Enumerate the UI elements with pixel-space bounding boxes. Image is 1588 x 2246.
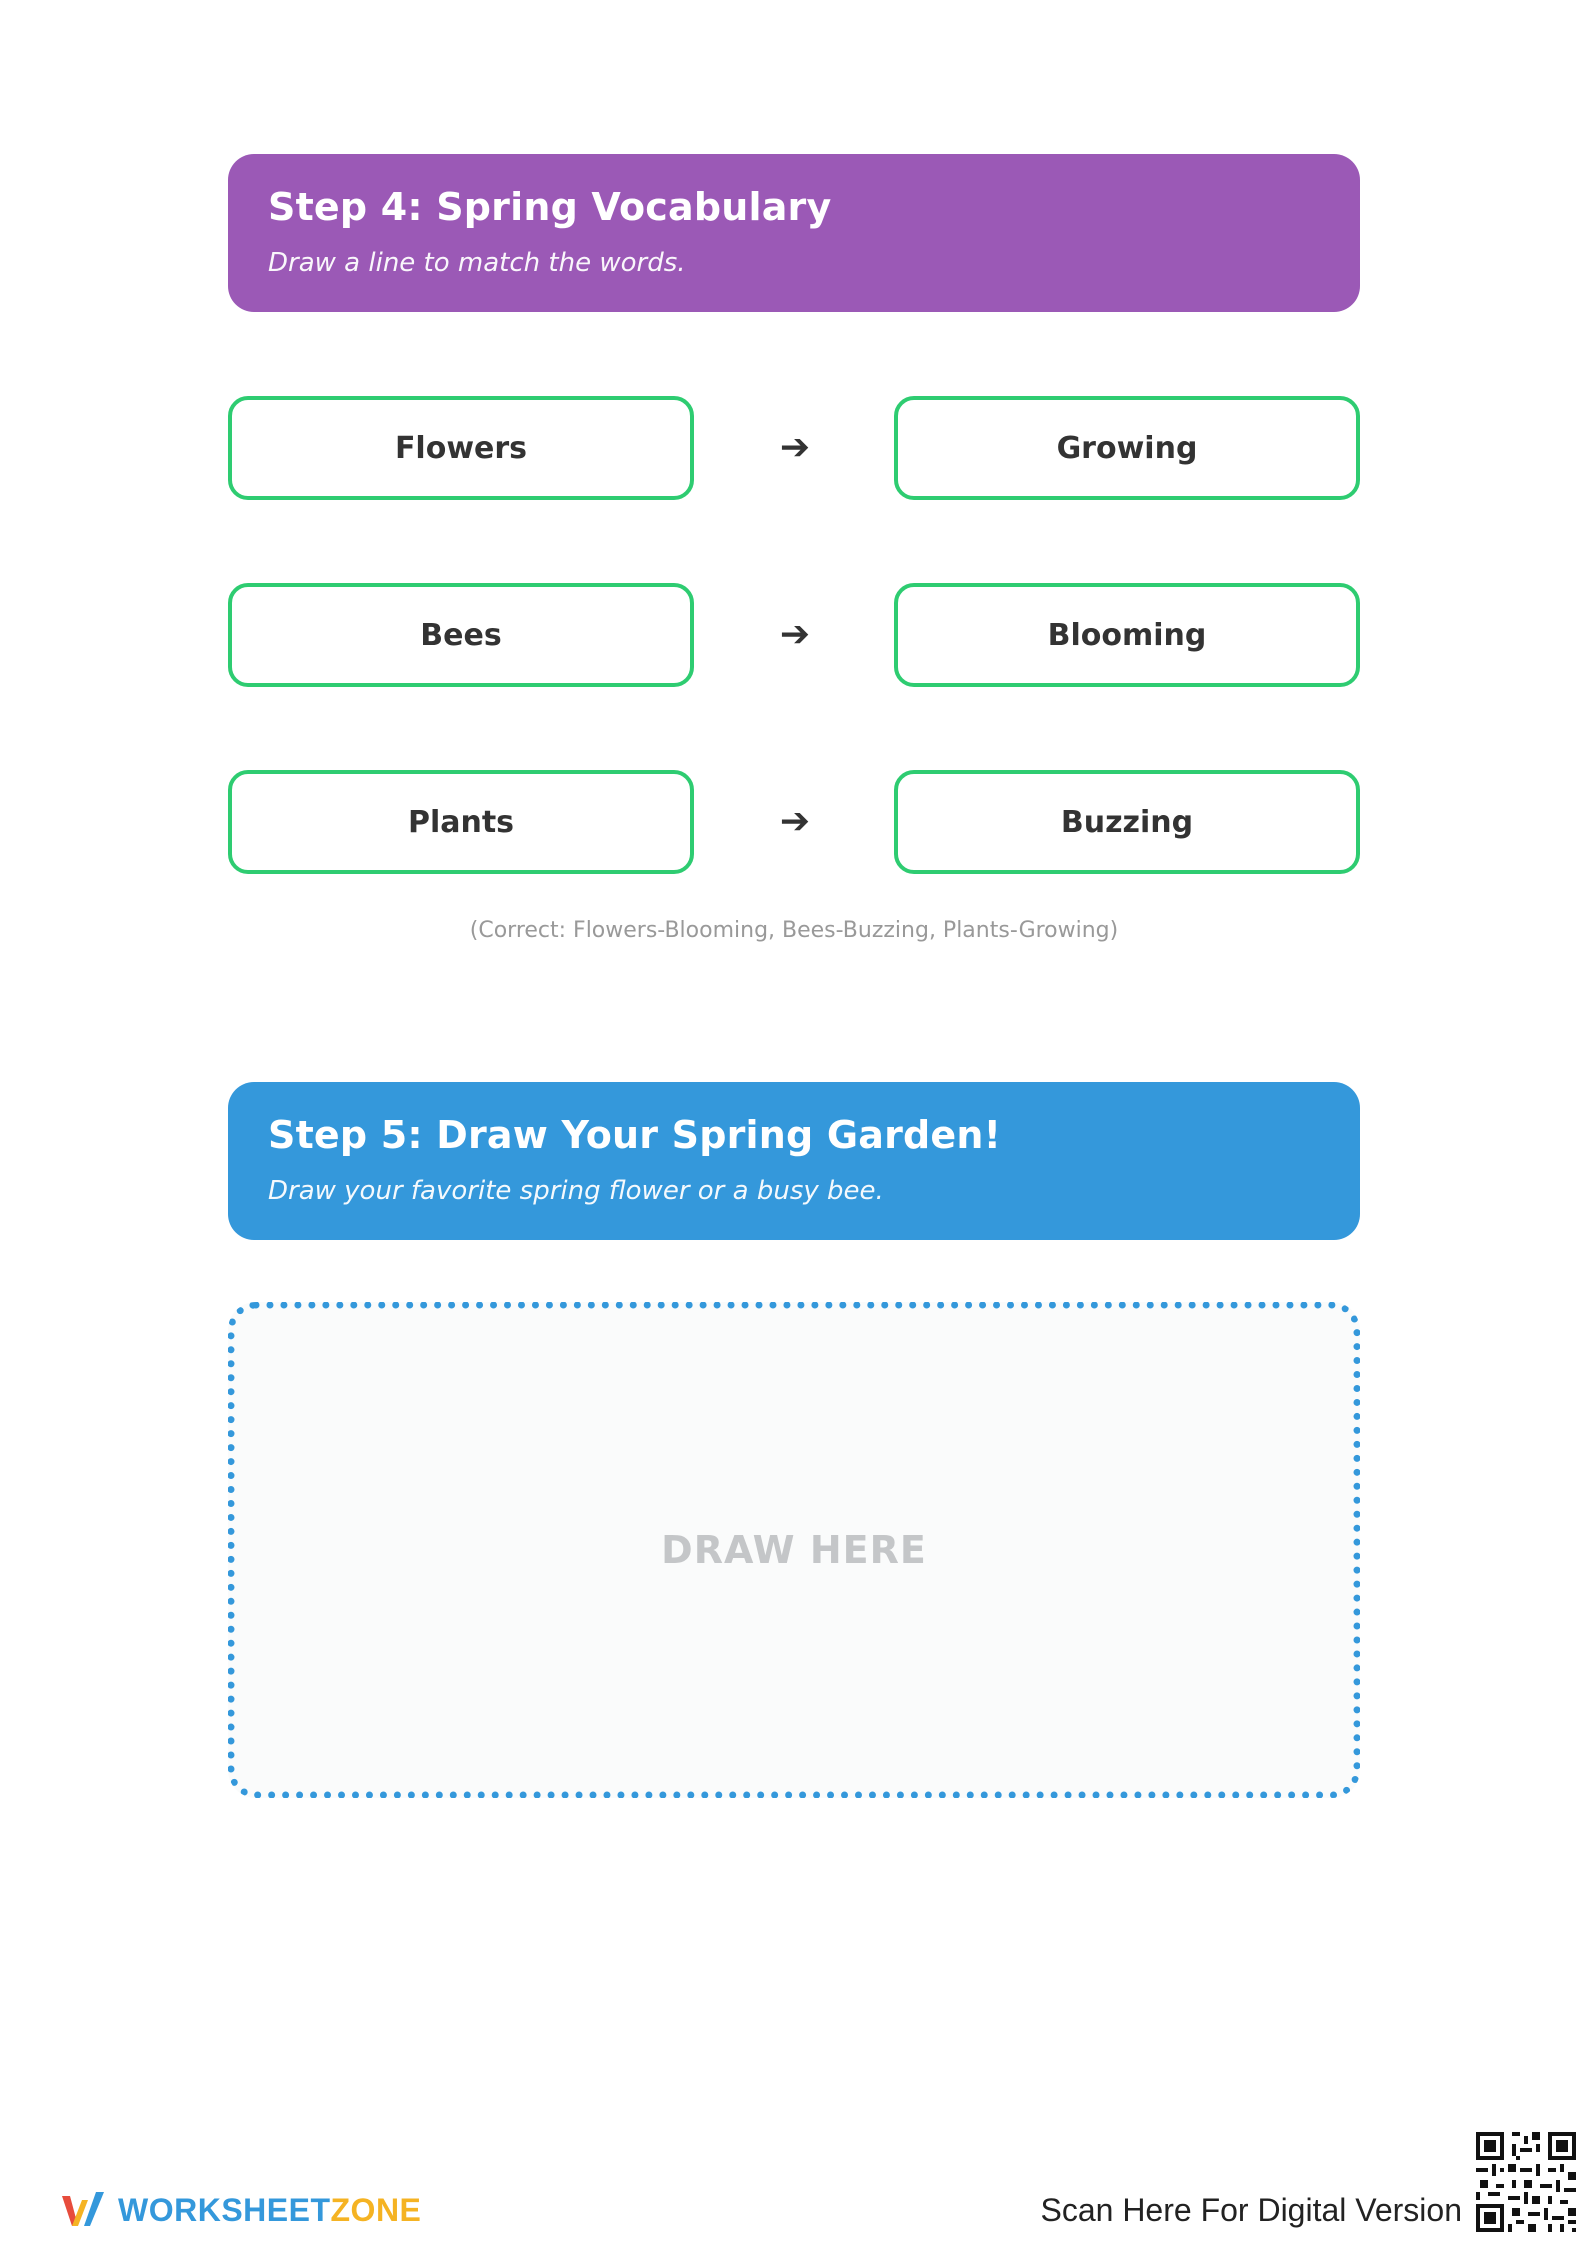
qr-code-icon[interactable] [1472, 2128, 1580, 2236]
match-arrow-icon: ➔ [779, 427, 811, 468]
worksheetzone-logo[interactable]: WORKSHEETZONE [58, 2182, 421, 2238]
match-left-plants[interactable]: Plants [228, 770, 694, 874]
answer-key-note: (Correct: Flowers-Blooming, Bees-Buzzing… [469, 918, 1119, 943]
step4-subtitle: Draw a line to match the words. [268, 248, 686, 278]
logo-word-worksheet: WORKSHEET [118, 2191, 331, 2228]
logo-word-zone: ZONE [330, 2191, 422, 2228]
match-arrow-icon: ➔ [779, 801, 811, 842]
step5-title: Step 5: Draw Your Spring Garden! [268, 1113, 1002, 1157]
scan-here-text: Scan Here For Digital Version [1040, 2192, 1462, 2228]
match-right-buzzing[interactable]: Buzzing [894, 770, 1360, 874]
match-left-bees[interactable]: Bees [228, 583, 694, 687]
match-right-blooming[interactable]: Blooming [894, 583, 1360, 687]
match-left-flowers[interactable]: Flowers [228, 396, 694, 500]
draw-here-label: DRAW HERE [661, 1528, 927, 1572]
logo-wordmark: WORKSHEETZONE [118, 2192, 421, 2229]
match-arrow-icon: ➔ [779, 614, 811, 655]
drawing-area[interactable]: DRAW HERE [228, 1302, 1360, 1798]
step4-title: Step 4: Spring Vocabulary [268, 185, 832, 229]
step5-subtitle: Draw your favorite spring flower or a bu… [268, 1176, 884, 1206]
step4-banner: Step 4: Spring Vocabulary Draw a line to… [228, 154, 1360, 312]
match-right-growing[interactable]: Growing [894, 396, 1360, 500]
step5-banner: Step 5: Draw Your Spring Garden! Draw yo… [228, 1082, 1360, 1240]
worksheetzone-logo-icon [62, 2192, 104, 2226]
